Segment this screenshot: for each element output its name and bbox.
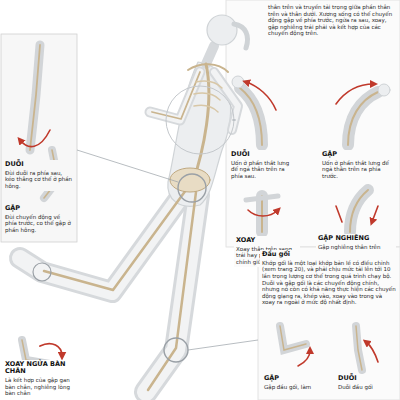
- drawing-part: [232, 76, 244, 88]
- spine-lateral-flexion-icon: [336, 190, 378, 232]
- drawing-part: [178, 174, 206, 202]
- knee-flexion-icon: [280, 326, 310, 366]
- drawing-part: [192, 64, 209, 185]
- drawing-part: [234, 24, 248, 48]
- drawing-part: [30, 45, 40, 150]
- knee-panel: [258, 247, 400, 400]
- knee-extension-icon: [356, 326, 378, 370]
- movement-description: Là kết hợp của gập gan bàn chân, nghiêng…: [5, 377, 79, 397]
- drawing-part: [146, 195, 198, 392]
- text-panel: DUỖIDuỗi đầu gối: [336, 374, 398, 391]
- drawing-part: [336, 206, 378, 222]
- text-panel: DUỖIĐùi duỗi ra phía sau, kéo thẳng cơ t…: [3, 160, 75, 191]
- movement-heading: GẬP: [264, 375, 324, 383]
- text-panel: GẬPĐùi chuyển động về phía trước, co thể…: [3, 204, 75, 235]
- drawing-part: [348, 92, 378, 145]
- text-panel: XOAY NGỬA BÀN CHÂNLà kết hợp của gập gan…: [3, 360, 81, 398]
- drawing-part: [356, 326, 362, 370]
- drawing-part: [356, 326, 362, 370]
- movement-heading: XOAY: [236, 237, 298, 245]
- drawing-part: [298, 350, 310, 366]
- drawing-part: [150, 72, 200, 120]
- text-panel: GẬPUốn ở phần thắt lưng để ngả thân trên…: [320, 150, 394, 181]
- drawing-part: [188, 64, 228, 72]
- movement-heading: DUỖI: [338, 375, 396, 383]
- drawing-part: [20, 130, 50, 147]
- movement-description: Khớp gối là một loại khớp bản lề có điều…: [262, 260, 396, 306]
- movement-description: Duỗi đầu gối: [338, 384, 396, 391]
- drawing-part: [280, 326, 306, 350]
- movement-heading: DUỖI: [5, 161, 73, 169]
- hip-panel: [1, 34, 77, 242]
- drawing-part: [240, 88, 262, 145]
- drawing-part: [148, 192, 196, 390]
- text-panel: DUỖIUốn ở phần thắt lưng để ngả thân trê…: [229, 150, 295, 181]
- drawing-part: [378, 84, 390, 96]
- leader-line: [77, 150, 178, 182]
- drawing-part: [150, 72, 200, 120]
- spine-panel: [226, 0, 400, 247]
- movement-heading: GẬP NGHIÊNG: [318, 235, 394, 243]
- movement-description: Uốn ở phần thắt lưng để ngả thân trên ra…: [322, 160, 392, 180]
- text-panel: thân trên và truyền tải trọng giữa phần …: [266, 2, 398, 38]
- drawing-part: [33, 263, 51, 281]
- movement-description: Đùi chuyển động về phía trước, co thể gậ…: [5, 214, 73, 234]
- spine-extension-icon: [232, 76, 276, 145]
- drawing-part: [240, 88, 262, 145]
- spine-flexion-icon: [336, 84, 390, 145]
- movement-description: Uốn ở phần thắt lưng để ngả thân trên ra…: [231, 160, 293, 180]
- leader-line: [188, 340, 258, 350]
- drawing-part: [206, 46, 214, 64]
- text-panel: Đầu gốiKhớp gối là một loại khớp bản lề …: [260, 250, 398, 307]
- movement-heading: GẬP: [322, 151, 392, 159]
- drawing-part: [261, 196, 263, 232]
- drawing-part: [164, 338, 188, 362]
- drawing-part: [246, 82, 276, 110]
- spine-rotation-icon: [246, 196, 278, 232]
- drawing-part: [207, 15, 237, 45]
- movement-heading: GẬP: [5, 205, 73, 213]
- drawing-part: [336, 84, 374, 104]
- drawing-part: [30, 45, 40, 150]
- drawing-part: [146, 195, 198, 392]
- leader-line: [232, 120, 236, 121]
- movement-description: Gập đầu gối, làm: [264, 384, 324, 391]
- movement-description: thân trên và truyền tải trọng giữa phần …: [268, 4, 396, 37]
- movement-description: Đùi duỗi ra phía sau, kéo thẳng cơ thể ở…: [5, 170, 73, 190]
- drawing-part: [348, 92, 378, 145]
- movement-heading: DUỖI: [231, 151, 293, 159]
- drawing-part: [256, 196, 268, 232]
- drawing-part: [366, 342, 378, 362]
- text-panel: GẬPGập đầu gối, làm: [262, 374, 326, 391]
- drawing-part: [248, 210, 278, 216]
- drawing-part: [350, 190, 368, 232]
- hip-extension-icon: [20, 45, 50, 150]
- drawing-part: [166, 86, 234, 154]
- drawing-part: [280, 326, 306, 350]
- drawing-part: [40, 344, 62, 356]
- drawing-part: [246, 196, 278, 200]
- movement-heading: XOAY NGỬA BÀN CHÂN: [5, 361, 79, 377]
- drawing-part: [350, 190, 368, 232]
- movement-heading: Đầu gối: [262, 251, 396, 259]
